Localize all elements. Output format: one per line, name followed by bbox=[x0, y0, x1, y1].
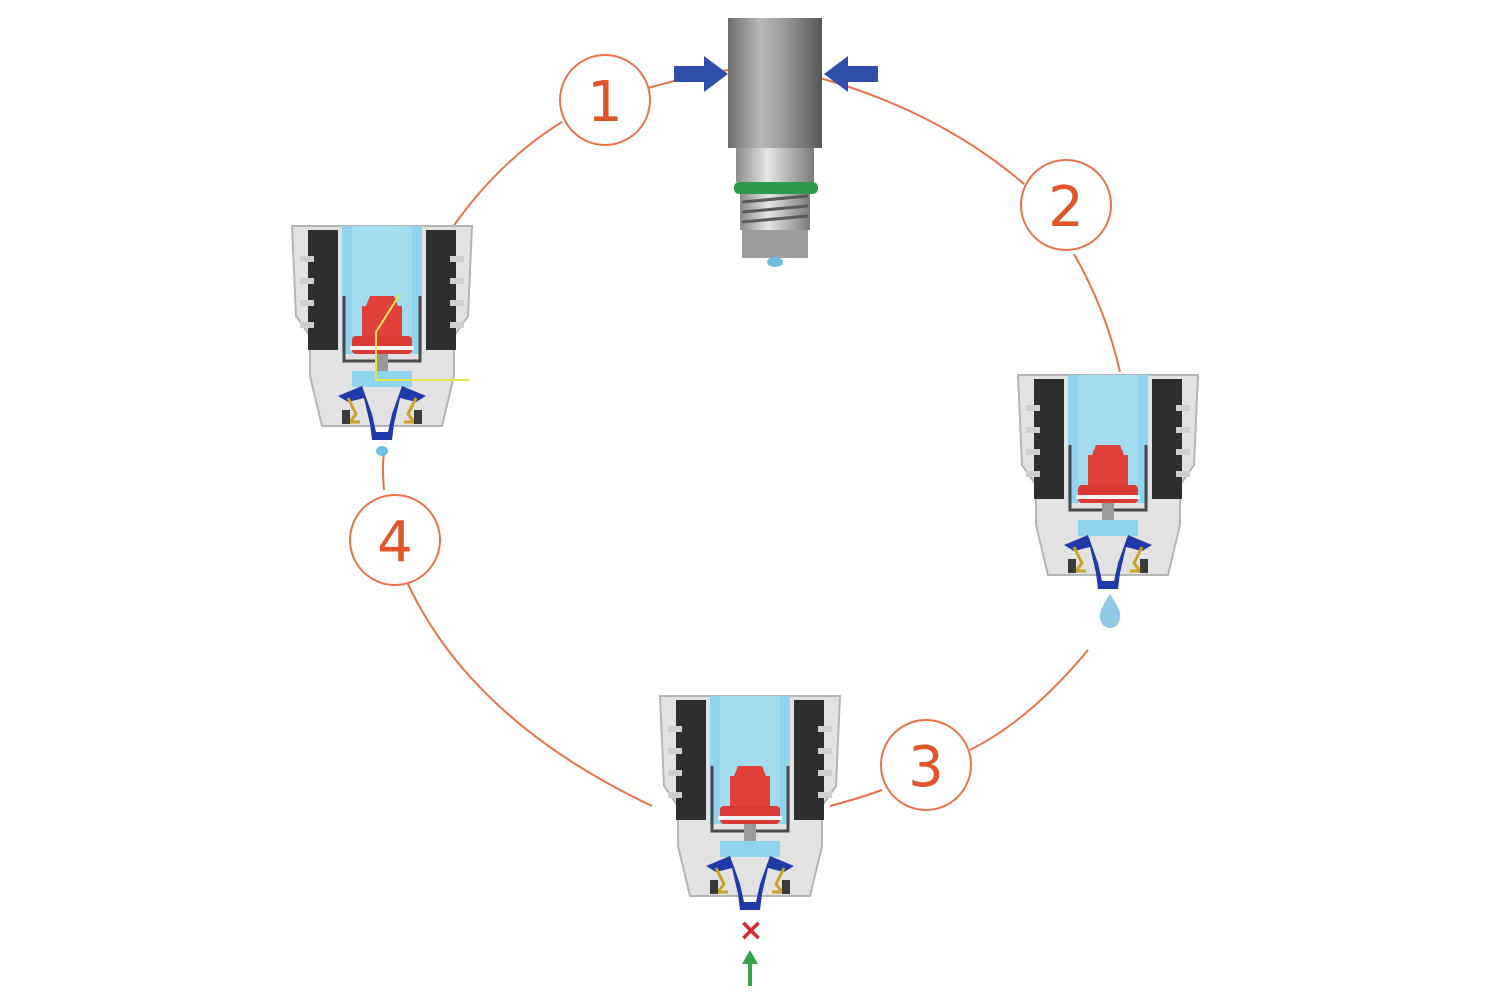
squeeze-bottle bbox=[728, 18, 822, 267]
step-badge-1: 1 bbox=[559, 54, 651, 146]
pressure-arrow-right bbox=[824, 56, 878, 92]
ring-segment-valve-to-4 bbox=[405, 579, 653, 807]
ring-segment-drop-to-3 bbox=[969, 649, 1089, 751]
cycle-ring bbox=[382, 69, 1121, 807]
ring-segment-4-to-valve bbox=[382, 451, 385, 491]
ring-segment-2-to-valve bbox=[1073, 253, 1121, 373]
step-badge-3: 3 bbox=[880, 719, 972, 811]
ring-segment-pen-to-2 bbox=[819, 77, 1025, 185]
leader-line bbox=[375, 293, 470, 381]
blocked-mark: × bbox=[738, 913, 763, 948]
step-3-number: 3 bbox=[908, 735, 944, 800]
step-4-number: 4 bbox=[377, 510, 413, 575]
valve-cutaway-step-4 bbox=[290, 224, 474, 456]
ring-segment-3-to-valve bbox=[829, 789, 883, 807]
step-1-number: 1 bbox=[587, 70, 623, 135]
step-badge-4: 4 bbox=[349, 494, 441, 586]
droplet-icon bbox=[1099, 594, 1121, 628]
step-2-number: 2 bbox=[1048, 175, 1084, 240]
valve-cutaway-step-3 bbox=[658, 694, 842, 912]
ring-segment-1-top bbox=[451, 121, 563, 229]
up-arrow-icon bbox=[742, 950, 758, 986]
valve-cutaway-step-2 bbox=[1016, 373, 1200, 591]
pressure-arrow-left bbox=[674, 56, 728, 92]
step-badge-2: 2 bbox=[1020, 159, 1112, 251]
